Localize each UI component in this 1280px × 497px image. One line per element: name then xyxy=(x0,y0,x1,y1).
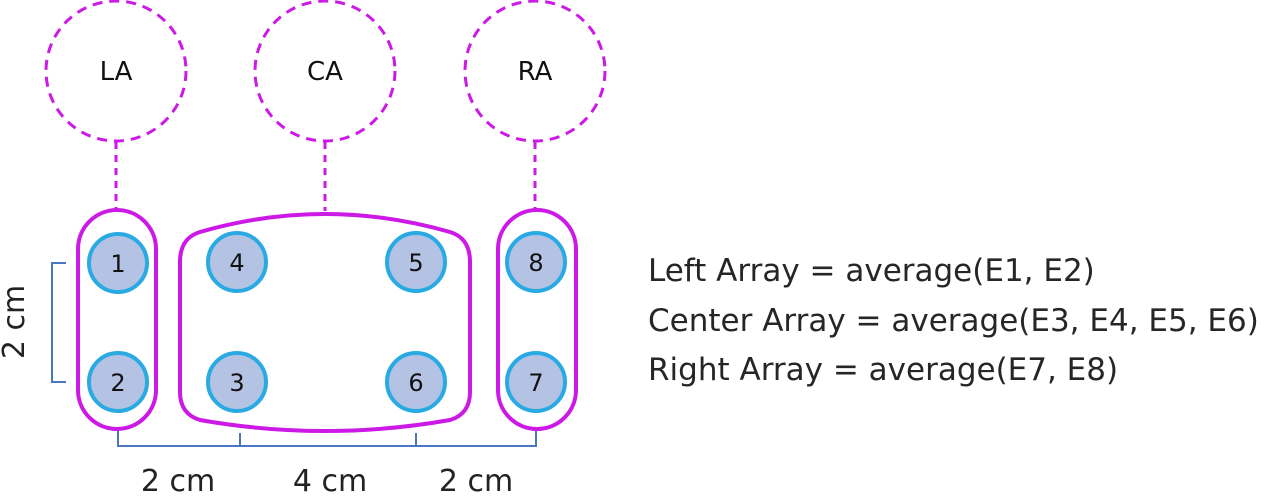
electrode-6: 6 xyxy=(385,351,447,413)
left-array-label: LA xyxy=(100,57,133,87)
right-array-circle xyxy=(463,0,607,143)
electrode-2-label: 2 xyxy=(110,369,125,397)
electrode-4-label: 4 xyxy=(229,249,244,277)
electrode-1-label: 1 xyxy=(110,250,125,278)
electrode-3-label: 3 xyxy=(229,369,244,397)
electrode-4: 4 xyxy=(206,231,268,293)
horizontal-dimension-right-label: 2 cm xyxy=(439,464,513,497)
left-array-outline xyxy=(76,208,158,431)
electrode-2: 2 xyxy=(87,351,149,413)
horizontal-dimension-bracket xyxy=(117,431,537,447)
electrode-3: 3 xyxy=(206,351,268,413)
vertical-dimension-label: 2 cm xyxy=(0,285,32,359)
left-array-circle xyxy=(44,0,188,143)
center-array-label: CA xyxy=(307,57,343,87)
horizontal-dimension-middle-label: 4 cm xyxy=(293,464,367,497)
right-array-formula: Right Array = average(E7, E8) xyxy=(648,352,1119,388)
center-array-outline xyxy=(178,212,472,433)
left-array-formula: Left Array = average(E1, E2) xyxy=(648,253,1095,289)
electrode-6-label: 6 xyxy=(408,369,423,397)
electrode-7: 7 xyxy=(505,351,567,413)
center-array-formula: Center Array = average(E3, E4, E5, E6) xyxy=(648,303,1259,339)
horizontal-dimension-left-label: 2 cm xyxy=(141,464,215,497)
right-array-label: RA xyxy=(518,57,553,87)
electrode-8-label: 8 xyxy=(528,249,543,277)
electrode-5: 5 xyxy=(385,231,447,293)
center-array-circle xyxy=(253,0,397,143)
electrode-1: 1 xyxy=(87,232,149,294)
electrode-8: 8 xyxy=(505,231,567,293)
right-array-outline xyxy=(496,208,578,431)
vertical-dimension-bracket xyxy=(51,262,66,383)
electrode-5-label: 5 xyxy=(408,249,423,277)
electrode-7-label: 7 xyxy=(528,369,543,397)
